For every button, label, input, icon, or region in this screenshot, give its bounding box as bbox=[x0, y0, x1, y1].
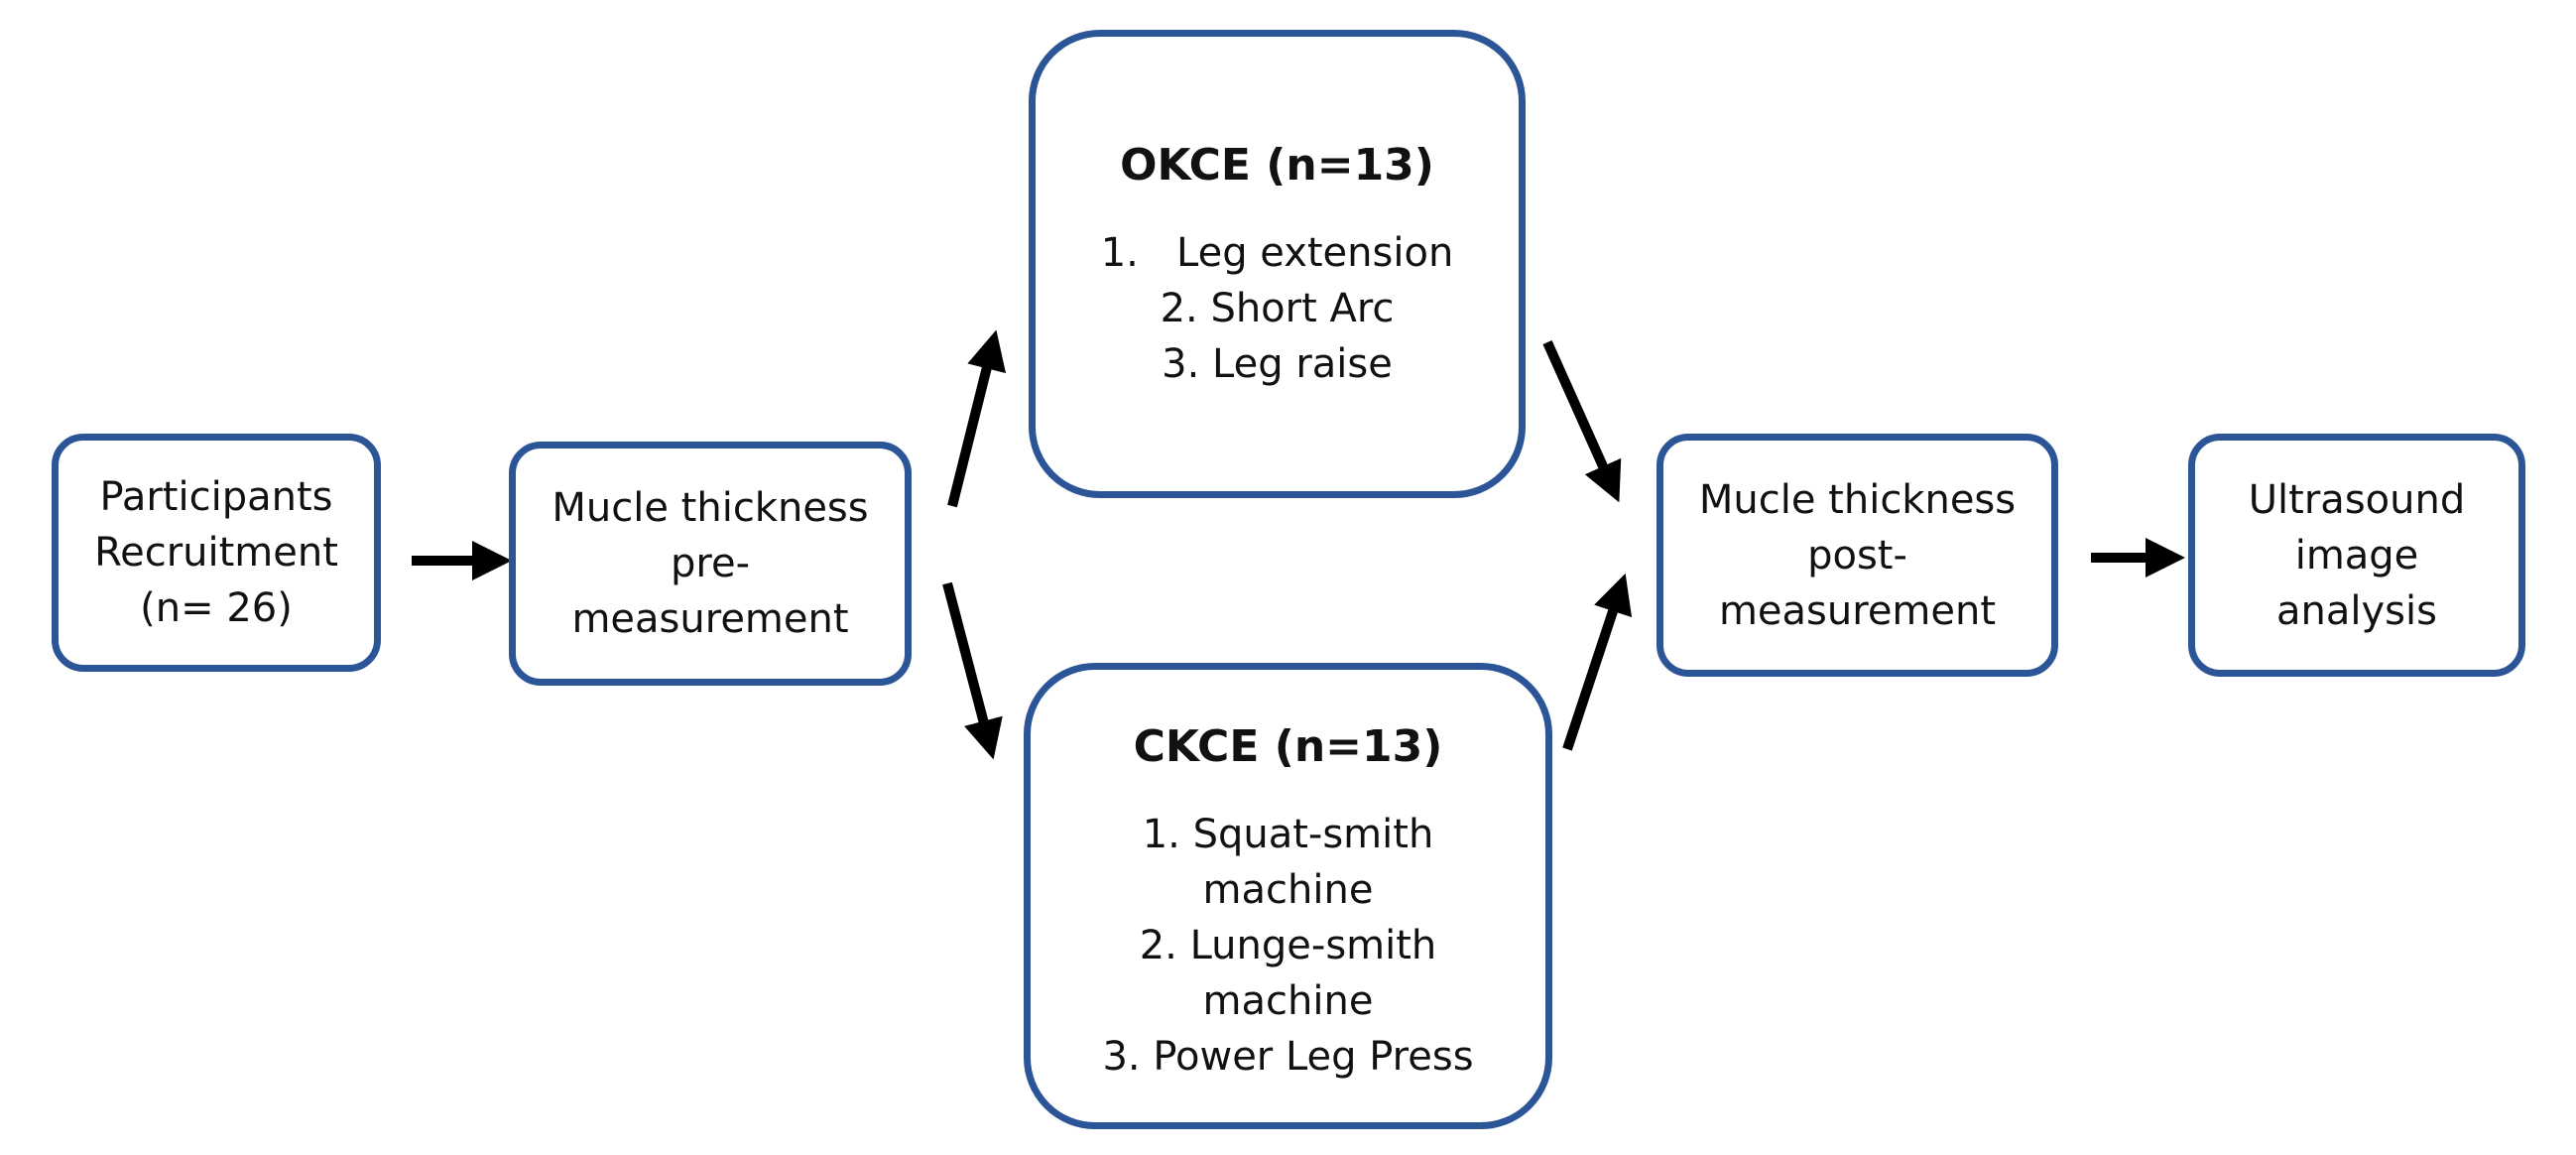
arrow-pre-to-ckce bbox=[942, 581, 1003, 760]
pre-measurement-box: Mucle thickness pre- measurement bbox=[509, 442, 912, 686]
recruitment-line-1: Participants bbox=[99, 474, 333, 520]
participants-recruitment-box: Participants Recruitment (n= 26) bbox=[52, 434, 381, 672]
ckce-item-5: 3. Power Leg Press bbox=[1102, 1034, 1474, 1080]
arrow-ckce-to-post bbox=[1562, 573, 1633, 751]
arrow-okce-to-post bbox=[1542, 339, 1622, 503]
ckce-group-box: CKCE (n=13) 1. Squat-smith machine 2. Lu… bbox=[1024, 663, 1552, 1129]
okce-item-1: 1. Leg extension bbox=[1100, 230, 1454, 276]
okce-item-3: 3. Leg raise bbox=[1162, 341, 1393, 387]
okce-item-2: 2. Short Arc bbox=[1160, 286, 1395, 331]
pre-measurement-line-3: measurement bbox=[571, 596, 849, 642]
ckce-item-2: machine bbox=[1202, 867, 1374, 913]
post-measurement-line-1: Mucle thickness bbox=[1698, 476, 2017, 523]
post-measurement-line-2: post- bbox=[1807, 532, 1907, 578]
recruitment-line-3: (n= 26) bbox=[140, 585, 293, 631]
analysis-line-3: analysis bbox=[2276, 587, 2437, 634]
recruitment-line-2: Recruitment bbox=[94, 530, 338, 576]
ckce-item-4: machine bbox=[1202, 978, 1374, 1024]
pre-measurement-line-1: Mucle thickness bbox=[552, 485, 869, 531]
ckce-title: CKCE (n=13) bbox=[1133, 721, 1443, 772]
pre-measurement-line-2: pre- bbox=[671, 541, 750, 586]
post-measurement-line-3: measurement bbox=[1718, 587, 1997, 634]
post-measurement-box: Mucle thickness post- measurement bbox=[1656, 434, 2058, 677]
ckce-item-3: 2. Lunge-smith bbox=[1139, 923, 1437, 968]
analysis-line-1: Ultrasound bbox=[2248, 476, 2466, 523]
ultrasound-analysis-box: Ultrasound image analysis bbox=[2188, 434, 2525, 677]
arrow-pre-to-okce bbox=[947, 329, 1007, 508]
okce-group-box: OKCE (n=13) 1. Leg extension 2. Short Ar… bbox=[1029, 30, 1526, 498]
okce-title: OKCE (n=13) bbox=[1120, 140, 1434, 191]
ckce-item-1: 1. Squat-smith bbox=[1142, 812, 1434, 857]
analysis-line-2: image bbox=[2294, 532, 2419, 578]
